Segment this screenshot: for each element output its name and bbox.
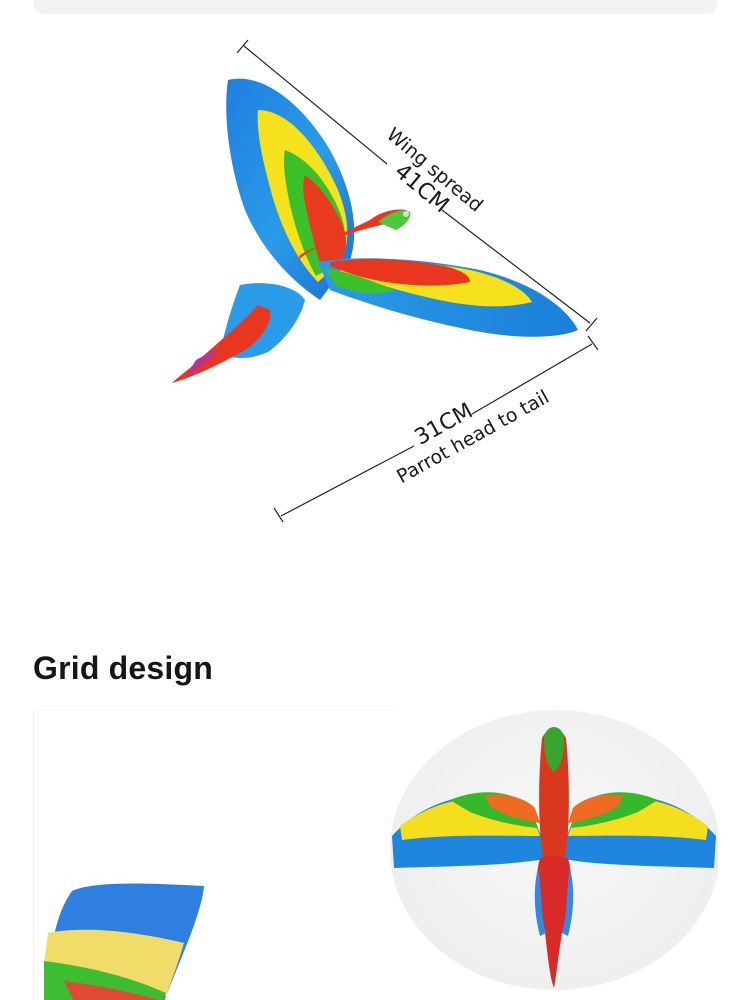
top-rounded-bar <box>33 0 718 14</box>
section-title: Grid design <box>33 650 213 686</box>
wing-closeup-image <box>33 710 394 1000</box>
parrot-illustration <box>172 78 578 383</box>
parrot-topview-image <box>390 708 718 1000</box>
grid-design-images <box>33 708 718 1000</box>
dimension-lines <box>236 39 599 523</box>
parrot-topview-illustration <box>392 727 716 988</box>
wing-feather-illustration <box>44 883 204 1000</box>
product-dimension-image: Wing spread 41CM 31CM Parrot head to tai… <box>0 20 750 620</box>
